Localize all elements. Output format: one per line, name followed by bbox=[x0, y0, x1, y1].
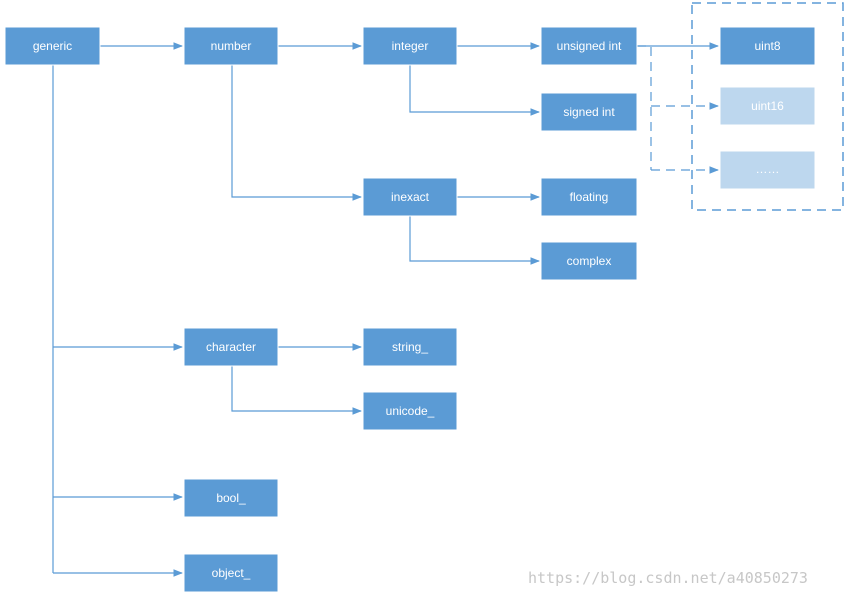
node-more-label: …… bbox=[756, 162, 780, 176]
node-floating: floating bbox=[540, 177, 638, 217]
node-bool: bool_ bbox=[183, 478, 279, 518]
node-complex: complex bbox=[540, 241, 638, 281]
node-integer-label: integer bbox=[392, 39, 429, 53]
uint-group-container bbox=[691, 2, 844, 211]
node-object: object_ bbox=[183, 553, 279, 593]
watermark-url: https://blog.csdn.net/a40850273 bbox=[528, 569, 808, 587]
node-inexact: inexact bbox=[362, 177, 458, 217]
node-uint8: uint8 bbox=[719, 26, 816, 66]
edge-inexact-complex bbox=[409, 216, 540, 265]
node-number-label: number bbox=[211, 39, 252, 53]
node-floating-label: floating bbox=[570, 190, 609, 204]
nodes: generic number integer unsigned int sign… bbox=[4, 26, 816, 593]
node-character: character bbox=[183, 327, 279, 367]
node-unicode: unicode_ bbox=[362, 391, 458, 431]
edge-integer-signed bbox=[409, 65, 540, 116]
node-signed-int-label: signed int bbox=[563, 105, 615, 119]
node-generic: generic bbox=[4, 26, 101, 66]
edge-number-inexact bbox=[231, 65, 362, 201]
edge-unsigned-dashed-trunk bbox=[637, 45, 652, 170]
node-object-label: object_ bbox=[212, 566, 251, 580]
edge-character-unicode bbox=[231, 366, 362, 415]
node-integer: integer bbox=[362, 26, 458, 66]
node-string-label: string_ bbox=[392, 340, 428, 354]
node-unsigned-int-label: unsigned int bbox=[557, 39, 622, 53]
node-unicode-label: unicode_ bbox=[386, 404, 435, 418]
node-uint16: uint16 bbox=[719, 86, 816, 126]
node-generic-label: generic bbox=[33, 39, 72, 53]
edges bbox=[52, 42, 719, 577]
node-unsigned-int: unsigned int bbox=[540, 26, 638, 66]
node-number: number bbox=[183, 26, 279, 66]
node-inexact-label: inexact bbox=[391, 190, 430, 204]
node-more: …… bbox=[719, 150, 816, 190]
node-bool-label: bool_ bbox=[216, 491, 246, 505]
node-complex-label: complex bbox=[567, 254, 612, 268]
node-uint8-label: uint8 bbox=[754, 39, 780, 53]
node-uint16-label: uint16 bbox=[751, 99, 784, 113]
node-character-label: character bbox=[206, 340, 256, 354]
node-string: string_ bbox=[362, 327, 458, 367]
node-signed-int: signed int bbox=[540, 92, 638, 132]
